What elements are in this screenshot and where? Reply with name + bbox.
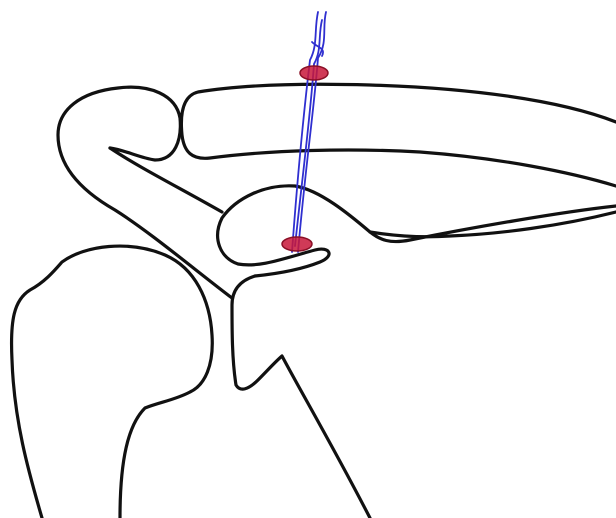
clavicle-button (300, 66, 328, 80)
coracoid-button (282, 237, 312, 251)
